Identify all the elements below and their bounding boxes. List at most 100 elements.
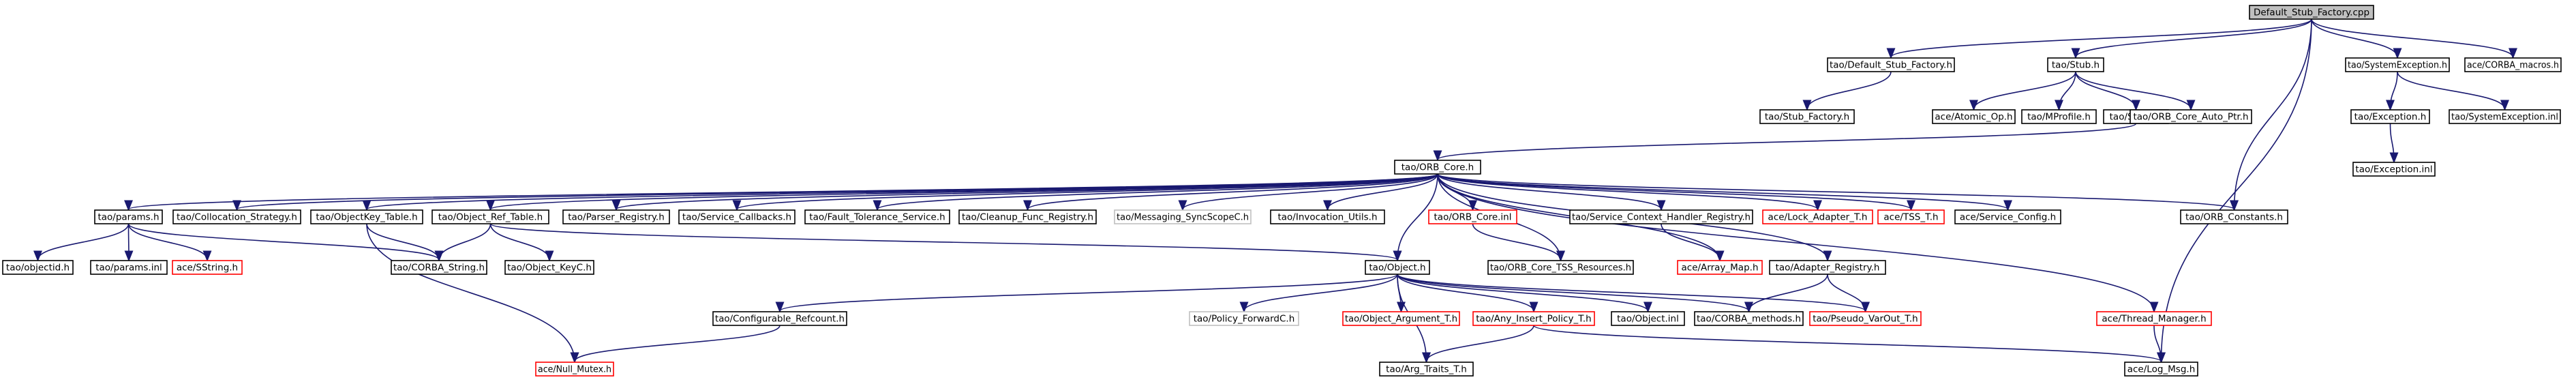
node-corba-methods[interactable]: tao/CORBA_methods.h xyxy=(1694,311,1804,326)
node-thread-mgr[interactable]: ace/Thread_Manager.h xyxy=(2096,311,2212,326)
node-box xyxy=(2047,57,2104,72)
node-box xyxy=(90,260,168,275)
node-stub-factory[interactable]: tao/Stub_Factory.h xyxy=(1759,109,1855,124)
node-array-map[interactable]: ace/Array_Map.h xyxy=(1677,260,1763,275)
node-box xyxy=(712,311,847,326)
node-label: tao/params.inl xyxy=(95,263,162,274)
node-objref-table[interactable]: tao/Object_Ref_Table.h xyxy=(431,209,549,224)
node-svc-config[interactable]: ace/Service_Config.h xyxy=(1954,209,2061,224)
node-object-inl[interactable]: tao/Object.inl xyxy=(1611,311,1685,326)
node-box xyxy=(2180,209,2288,224)
node-fault-tol[interactable]: tao/Fault_Tolerance_Service.h xyxy=(804,209,950,224)
edge-orb_core-to-cleanup_reg xyxy=(1028,173,1438,209)
node-collocation[interactable]: tao/Collocation_Strategy.h xyxy=(172,209,301,224)
node-conf-refcount[interactable]: tao/Configurable_Refcount.h xyxy=(712,311,847,326)
node-orb-core[interactable]: tao/ORB_Core.h xyxy=(1394,160,1481,175)
node-label: tao/Object_Ref_Table.h xyxy=(438,212,543,223)
node-exception-h[interactable]: tao/Exception.h xyxy=(2350,109,2430,124)
node-label: Default_Stub_Factory.cpp xyxy=(2254,8,2369,18)
node-label: tao/Object.h xyxy=(1369,263,1425,274)
node-sstring[interactable]: ace/SString.h xyxy=(172,260,243,275)
node-label: ace/TSS_T.h xyxy=(1883,212,1938,223)
node-mprofile[interactable]: tao/MProfile.h xyxy=(2021,109,2097,124)
node-label: tao/CORBA_methods.h xyxy=(1697,314,1801,325)
node-box xyxy=(1932,109,2016,124)
node-params-inl[interactable]: tao/params.inl xyxy=(90,260,168,275)
node-label: ace/Atomic_Op.h xyxy=(1935,112,2012,123)
node-orb-constants[interactable]: tao/ORB_Constants.h xyxy=(2180,209,2288,224)
node-box xyxy=(2345,57,2450,72)
node-box xyxy=(1365,260,1430,275)
node-policy-fwd[interactable]: tao/Policy_ForwardC.h xyxy=(1189,311,1299,326)
edge-params_h-to-corba_string xyxy=(127,223,440,260)
node-label: tao/ObjectKey_Table.h xyxy=(316,212,417,223)
node-corba-macros[interactable]: ace/CORBA_macros.h xyxy=(2464,57,2562,72)
node-box xyxy=(1694,311,1804,326)
node-objkey-table[interactable]: tao/ObjectKey_Table.h xyxy=(310,209,423,224)
edge-stub_inl-to-orb_core xyxy=(1438,123,2137,160)
edge-orb_core-to-sync_scope xyxy=(1183,173,1438,209)
edge-stub_h-to-atomic_op xyxy=(1974,71,2076,109)
edge-orb_core_inl-to-tss_resources xyxy=(1472,223,1561,260)
edge-params_h-to-sstring xyxy=(127,223,208,260)
edge-dsf_h-to-stub_factory xyxy=(1807,71,1892,109)
node-atomic-op[interactable]: ace/Atomic_Op.h xyxy=(1932,109,2016,124)
node-arg-traits[interactable]: tao/Arg_Traits_T.h xyxy=(1379,362,1474,377)
node-orb-core-inl[interactable]: tao/ORB_Core.inl xyxy=(1428,209,1517,224)
edge-thread_mgr-to-log_msg xyxy=(2153,325,2162,362)
node-tss-resources[interactable]: tao/ORB_Core_TSS_Resources.h xyxy=(1487,260,1634,275)
node-label: ace/Null_Mutex.h xyxy=(538,364,611,375)
edge-params_h-to-objectid_h xyxy=(38,223,130,260)
dependency-edges xyxy=(38,18,2513,362)
node-orb-core-auto[interactable]: tao/ORB_Core_Auto_Ptr.h xyxy=(2130,109,2252,124)
node-root[interactable]: Default_Stub_Factory.cpp xyxy=(2249,5,2374,20)
node-label: tao/Pseudo_VarOut_T.h xyxy=(1813,314,1918,325)
node-null-mutex[interactable]: ace/Null_Mutex.h xyxy=(535,362,614,377)
node-svc-callbacks[interactable]: tao/Service_Callbacks.h xyxy=(678,209,795,224)
node-objectid-h[interactable]: tao/objectid.h xyxy=(2,260,74,275)
node-object-h[interactable]: tao/Object.h xyxy=(1365,260,1430,275)
node-sysexc-inl[interactable]: tao/SystemException.inl xyxy=(2449,109,2561,124)
node-obj-arg[interactable]: tao/Object_Argument_T.h xyxy=(1342,311,1460,326)
node-label: ace/Array_Map.h xyxy=(1682,263,1759,274)
node-label: tao/Messaging_SyncScopeC.h xyxy=(1117,212,1249,223)
node-stub-h[interactable]: tao/Stub.h xyxy=(2047,57,2104,72)
node-box xyxy=(1827,57,1955,72)
edge-objref_table-to-object_keyc xyxy=(489,223,550,260)
node-svc-ctx-handler[interactable]: tao/Service_Context_Handler_Registry.h xyxy=(1569,209,1753,224)
node-box xyxy=(1342,311,1460,326)
node-label: tao/params.h xyxy=(97,212,159,223)
node-box xyxy=(1677,260,1763,275)
node-box xyxy=(1487,260,1634,275)
node-sysexc-h[interactable]: tao/SystemException.h xyxy=(2345,57,2450,72)
node-label: tao/ORB_Core.h xyxy=(1401,162,1474,173)
node-box xyxy=(2352,162,2436,177)
node-box xyxy=(1428,209,1517,224)
node-cleanup-reg[interactable]: tao/Cleanup_Func_Registry.h xyxy=(958,209,1097,224)
node-log-msg[interactable]: ace/Log_Msg.h xyxy=(2124,362,2198,377)
node-tss-t[interactable]: ace/TSS_T.h xyxy=(1877,209,1945,224)
node-exception-inl[interactable]: tao/Exception.inl xyxy=(2352,162,2436,177)
edge-object_h-to-corba_methods xyxy=(1397,274,1749,311)
node-corba-string[interactable]: tao/CORBA_String.h xyxy=(391,260,487,275)
edge-orb_core-to-svc_ctx_handler xyxy=(1437,173,1661,209)
node-label: ace/SString.h xyxy=(177,263,238,274)
node-dsf-h[interactable]: tao/Default_Stub_Factory.h xyxy=(1827,57,1955,72)
node-lock-adapter[interactable]: ace/Lock_Adapter_T.h xyxy=(1762,209,1873,224)
node-adapter-reg[interactable]: tao/Adapter_Registry.h xyxy=(1769,260,1886,275)
node-pseudo-varout[interactable]: tao/Pseudo_VarOut_T.h xyxy=(1809,311,1922,326)
node-box xyxy=(172,209,301,224)
node-box xyxy=(1189,311,1299,326)
node-label: tao/objectid.h xyxy=(6,263,70,274)
node-sync-scope[interactable]: tao/Messaging_SyncScopeC.h xyxy=(1114,209,1252,224)
node-label: tao/Policy_ForwardC.h xyxy=(1194,314,1295,325)
node-label: tao/Collocation_Strategy.h xyxy=(177,212,297,223)
edge-any_insert-to-log_msg xyxy=(1533,325,2162,362)
node-any-insert[interactable]: tao/Any_Insert_Policy_T.h xyxy=(1472,311,1595,326)
node-invocation-utils[interactable]: tao/Invocation_Utils.h xyxy=(1270,209,1385,224)
node-box xyxy=(172,260,243,275)
node-object-keyc[interactable]: tao/Object_KeyC.h xyxy=(504,260,594,275)
node-params-h[interactable]: tao/params.h xyxy=(94,209,163,224)
edge-orb_core-to-svc_callbacks xyxy=(737,173,1438,209)
node-parser-reg[interactable]: tao/Parser_Registry.h xyxy=(562,209,670,224)
